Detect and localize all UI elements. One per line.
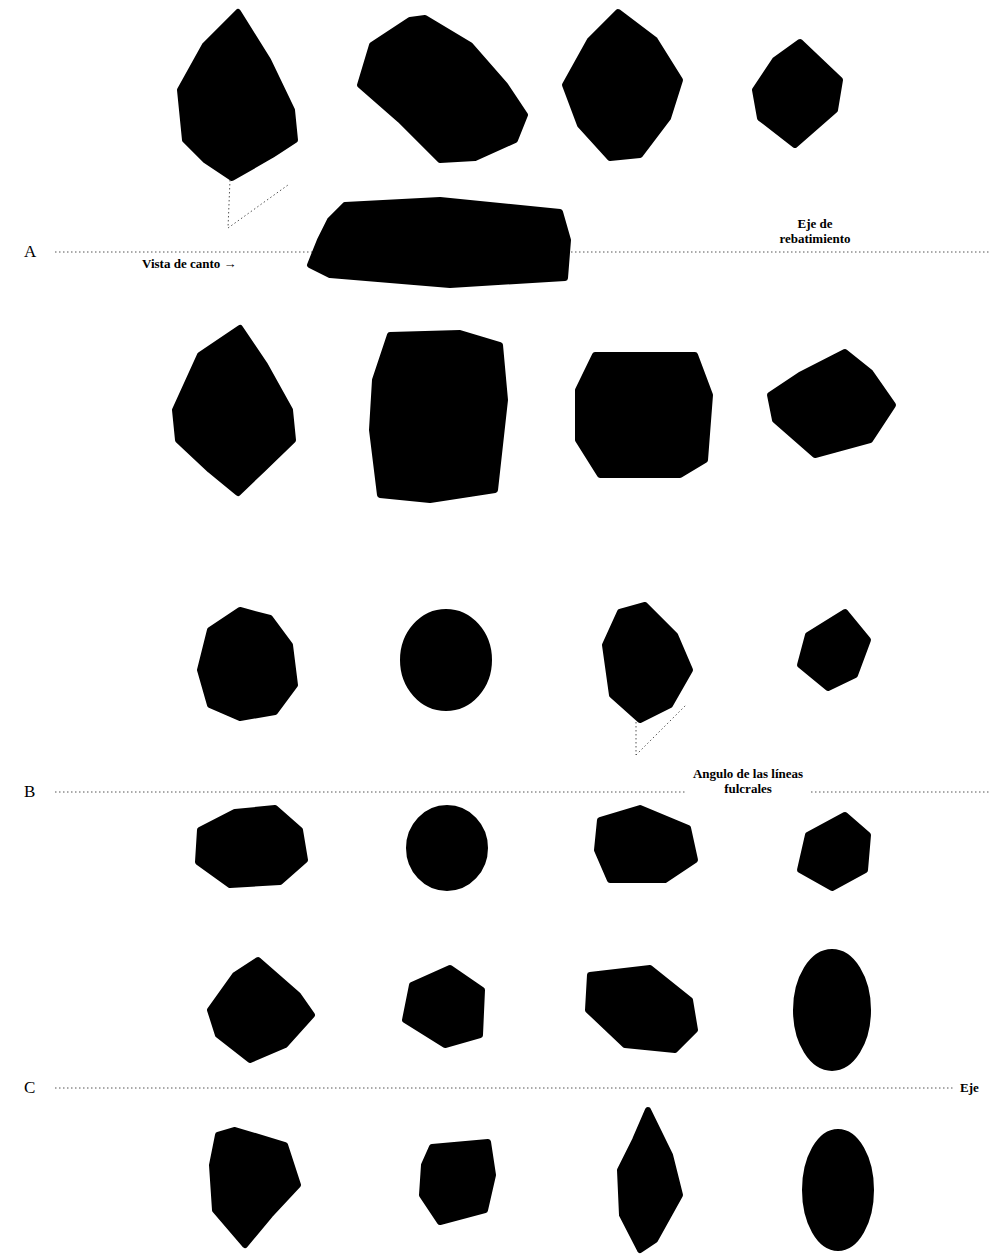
grain (800, 815, 868, 888)
fulcral-line (636, 722, 637, 755)
grain (578, 355, 710, 475)
grain (198, 808, 305, 885)
angle-label: Angulo de las líneas fulcrales (686, 767, 810, 797)
fulcral-line (228, 180, 230, 228)
grain (805, 1132, 871, 1248)
axis-label: Eje de rebatimiento (765, 217, 865, 247)
axis-letter: A (22, 242, 38, 262)
grain (210, 960, 312, 1060)
grain (200, 610, 295, 718)
grain (620, 1110, 680, 1250)
grain (588, 968, 695, 1050)
grain (422, 1142, 493, 1222)
view-label: Vista de canto → (140, 257, 239, 272)
grain-edge-view (310, 200, 568, 285)
fulcral-line (228, 185, 288, 228)
axis-line (55, 792, 990, 793)
grain (212, 1130, 298, 1245)
axis-letter: B (22, 782, 37, 802)
axis-label: Eje (958, 1081, 981, 1096)
grains (175, 12, 893, 1250)
grain (180, 12, 295, 178)
grain (405, 968, 482, 1045)
axis-letter: C (22, 1078, 37, 1098)
grain (403, 612, 489, 708)
grain (796, 952, 868, 1068)
grain (360, 18, 525, 160)
grain (409, 808, 485, 888)
grain (372, 333, 505, 500)
grain (800, 612, 868, 688)
axis-line (55, 1088, 955, 1089)
grain (565, 12, 680, 158)
grain (770, 352, 893, 455)
grain (597, 808, 695, 880)
grain (605, 605, 690, 720)
grain (175, 328, 293, 493)
grain (755, 42, 840, 145)
axis-lines (55, 180, 990, 1088)
